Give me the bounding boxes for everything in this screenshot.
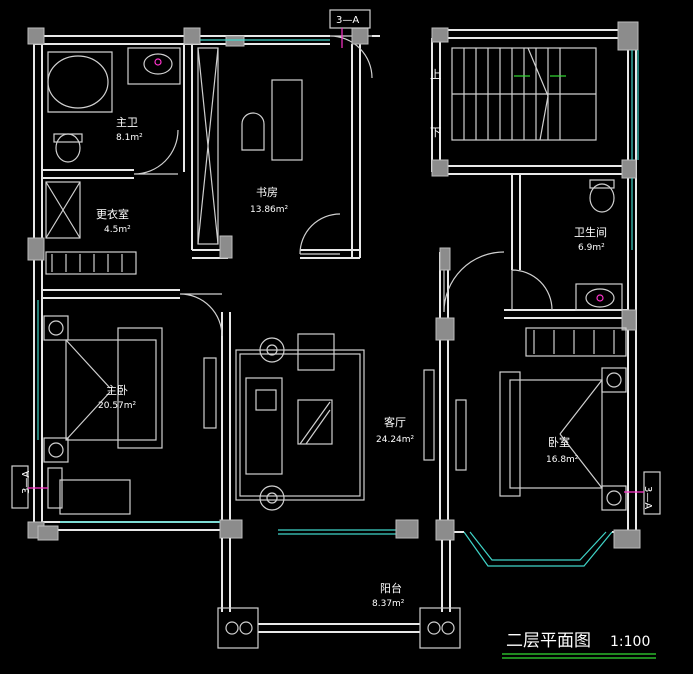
balcony <box>217 538 461 649</box>
doors <box>133 35 553 337</box>
room-area-master-bath: 8.1m² <box>116 133 143 143</box>
room-name-master-bath: 主卫 <box>116 116 138 129</box>
bathroom-fixtures <box>575 179 623 311</box>
drawing-title: 二层平面图 <box>506 631 591 651</box>
columns <box>27 21 641 549</box>
drawing-scale: 1:100 <box>610 634 650 650</box>
room-area-bedroom: 16.8m² <box>546 455 579 465</box>
living-furniture <box>203 333 467 511</box>
room-area-master-bedroom: 20.57m² <box>98 401 137 411</box>
section-marker-right: 3—A <box>624 471 661 515</box>
room-area-balcony: 8.37m² <box>372 599 405 609</box>
room-area-dressing: 4.5m² <box>104 225 131 235</box>
study-fixtures <box>197 47 303 245</box>
stair-up-label: 上 <box>430 68 441 81</box>
windows <box>37 39 639 567</box>
section-mark-label: 3—A <box>336 15 359 26</box>
stair-down-label: 下 <box>430 126 441 139</box>
room-name-bathroom: 卫生间 <box>574 225 607 239</box>
room-name-master-bedroom: 主卧 <box>106 384 128 397</box>
room-name-balcony: 阳台 <box>380 581 402 595</box>
room-area-study: 13.86m² <box>250 205 289 215</box>
room-area-bathroom: 6.9m² <box>578 243 605 253</box>
interior-walls <box>42 38 628 540</box>
section-mark-label: 3—A <box>21 471 32 494</box>
dressing-fixtures <box>45 181 137 275</box>
master-bath-fixtures <box>47 47 181 163</box>
section-marker-top: 3—A <box>329 9 371 48</box>
room-name-study: 书房 <box>256 186 278 199</box>
room-name-bedroom: 卧室 <box>548 435 570 449</box>
bedroom-furniture <box>499 327 627 511</box>
section-mark-label: 3—A <box>642 486 653 509</box>
section-marker-left: 3—A <box>11 465 48 509</box>
room-name-dressing: 更衣室 <box>96 207 129 221</box>
room-area-living: 24.24m² <box>376 435 415 445</box>
room-name-living: 客厅 <box>384 415 406 429</box>
master-bedroom-furniture <box>43 315 163 515</box>
stairs <box>451 47 597 141</box>
